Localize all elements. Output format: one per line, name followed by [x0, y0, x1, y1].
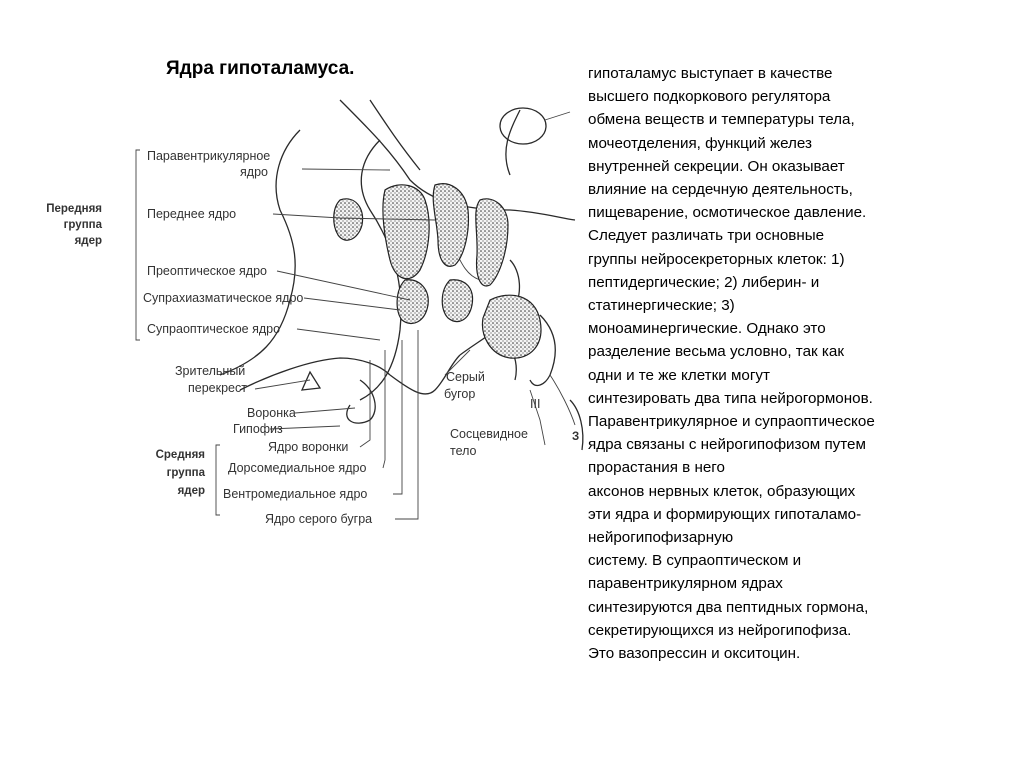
figure-label: ядер — [75, 235, 102, 247]
label-optic-chiasm-2: перекрест — [188, 381, 247, 395]
label-optic-chiasm-1: Зрительный — [175, 364, 245, 378]
hypothalamus-nuclei-diagram: Передняя группа ядер Средняя группа ядер… — [40, 90, 588, 530]
text-line: систему. В супраоптическом и — [588, 552, 802, 570]
nuclei-shapes — [333, 183, 542, 359]
label-tuber-cinereum-1: Серый — [446, 370, 485, 384]
text-line: разделение весьма условно, так как — [588, 343, 844, 361]
group-anterior-label: Передняя группа ядер — [46, 203, 102, 247]
text-line: статинергические; 3) — [588, 297, 735, 315]
label-pituitary: Гипофиз — [233, 422, 283, 436]
text-line: группы нейросекреторных клеток: 1) — [588, 250, 845, 268]
text-line: пептидергические; 2) либерин- и — [588, 273, 820, 291]
text-line: эти ядра и формирующих гипоталамо- — [588, 505, 862, 523]
label-tuber-nucleus: Ядро серого бугра — [265, 512, 372, 526]
text-line: аксонов нервных клеток, образующих — [588, 482, 856, 500]
text-line: Паравентрикулярное и супраоптическое — [588, 413, 875, 431]
label-infundibular-nucleus: Ядро воронки — [268, 440, 348, 454]
text-line: ядра связаны с нейрогипофизом путем — [588, 436, 866, 454]
label-supraoptic-nucleus: Супраоптическое ядро — [147, 322, 280, 336]
group-middle-label: Средняя группа ядер — [156, 449, 206, 497]
label-ventromedial-nucleus: Вентромедиальное ядро — [223, 487, 367, 501]
figure-label: Средняя — [156, 449, 205, 461]
label-paraventricular-1: Паравентрикулярное — [147, 149, 270, 163]
label-cranial-nerve-iii: III — [530, 397, 540, 411]
text-line: одни и те же клетки могут — [588, 366, 770, 384]
label-paraventricular-2: ядро — [240, 165, 268, 179]
figure-label: группа — [167, 467, 206, 479]
text-line: Это вазопрессин и окситоцин. — [588, 645, 801, 663]
page-title: Ядра гипоталамуса. — [166, 58, 355, 79]
text-line: секретирующихся из нейрогипофиза. — [588, 621, 852, 639]
text-line: моноаминергические. Однако это — [588, 320, 826, 338]
text-line: гипоталамус выступает в качестве — [588, 65, 833, 82]
description-text: гипоталамус выступает в качестве высшего… — [588, 62, 1018, 665]
label-anterior-nucleus: Переднее ядро — [147, 207, 236, 221]
label-brackets — [135, 149, 220, 516]
label-dorsomedial-nucleus: Дорсомедиальное ядро — [228, 461, 366, 475]
text-line: влияние на сердечную деятельность, — [588, 181, 853, 199]
text-line: высшего подкоркового регулятора — [588, 88, 831, 106]
text-line: паравентрикулярном ядрах — [588, 575, 783, 593]
label-mammillary-2: тело — [450, 444, 477, 458]
figure-label: группа — [64, 219, 103, 231]
figure-label: ядер — [178, 485, 205, 497]
text-line: прорастания в него — [588, 459, 725, 477]
leader-lines — [254, 168, 546, 520]
text-line: мочеотделения, функций желез — [588, 134, 812, 152]
text-line: внутренней секреции. Он оказывает — [588, 157, 845, 175]
label-tuber-cinereum-2: бугор — [444, 387, 475, 401]
label-infundibulum: Воронка — [247, 406, 296, 420]
text-line: нейрогипофизарную — [588, 529, 734, 547]
text-line: Следует различать три основные — [588, 227, 825, 245]
label-mammillary-1: Сосцевидное — [450, 427, 528, 441]
text-line: синтезировать два типа нейрогормонов. — [588, 389, 873, 407]
figure-label: Передняя — [46, 203, 102, 215]
text-line: синтезируются два пептидных гормона, — [588, 598, 869, 616]
text-line: пищеварение, осмотическое давление. — [588, 204, 867, 222]
label-suprachiasmatic-nucleus: Супрахиазматическое ядро — [143, 291, 303, 305]
text-line: обмена веществ и температуры тела, — [588, 111, 855, 129]
group-posterior-label: З — [572, 431, 579, 443]
label-preoptic-nucleus: Преоптическое ядро — [147, 264, 267, 278]
